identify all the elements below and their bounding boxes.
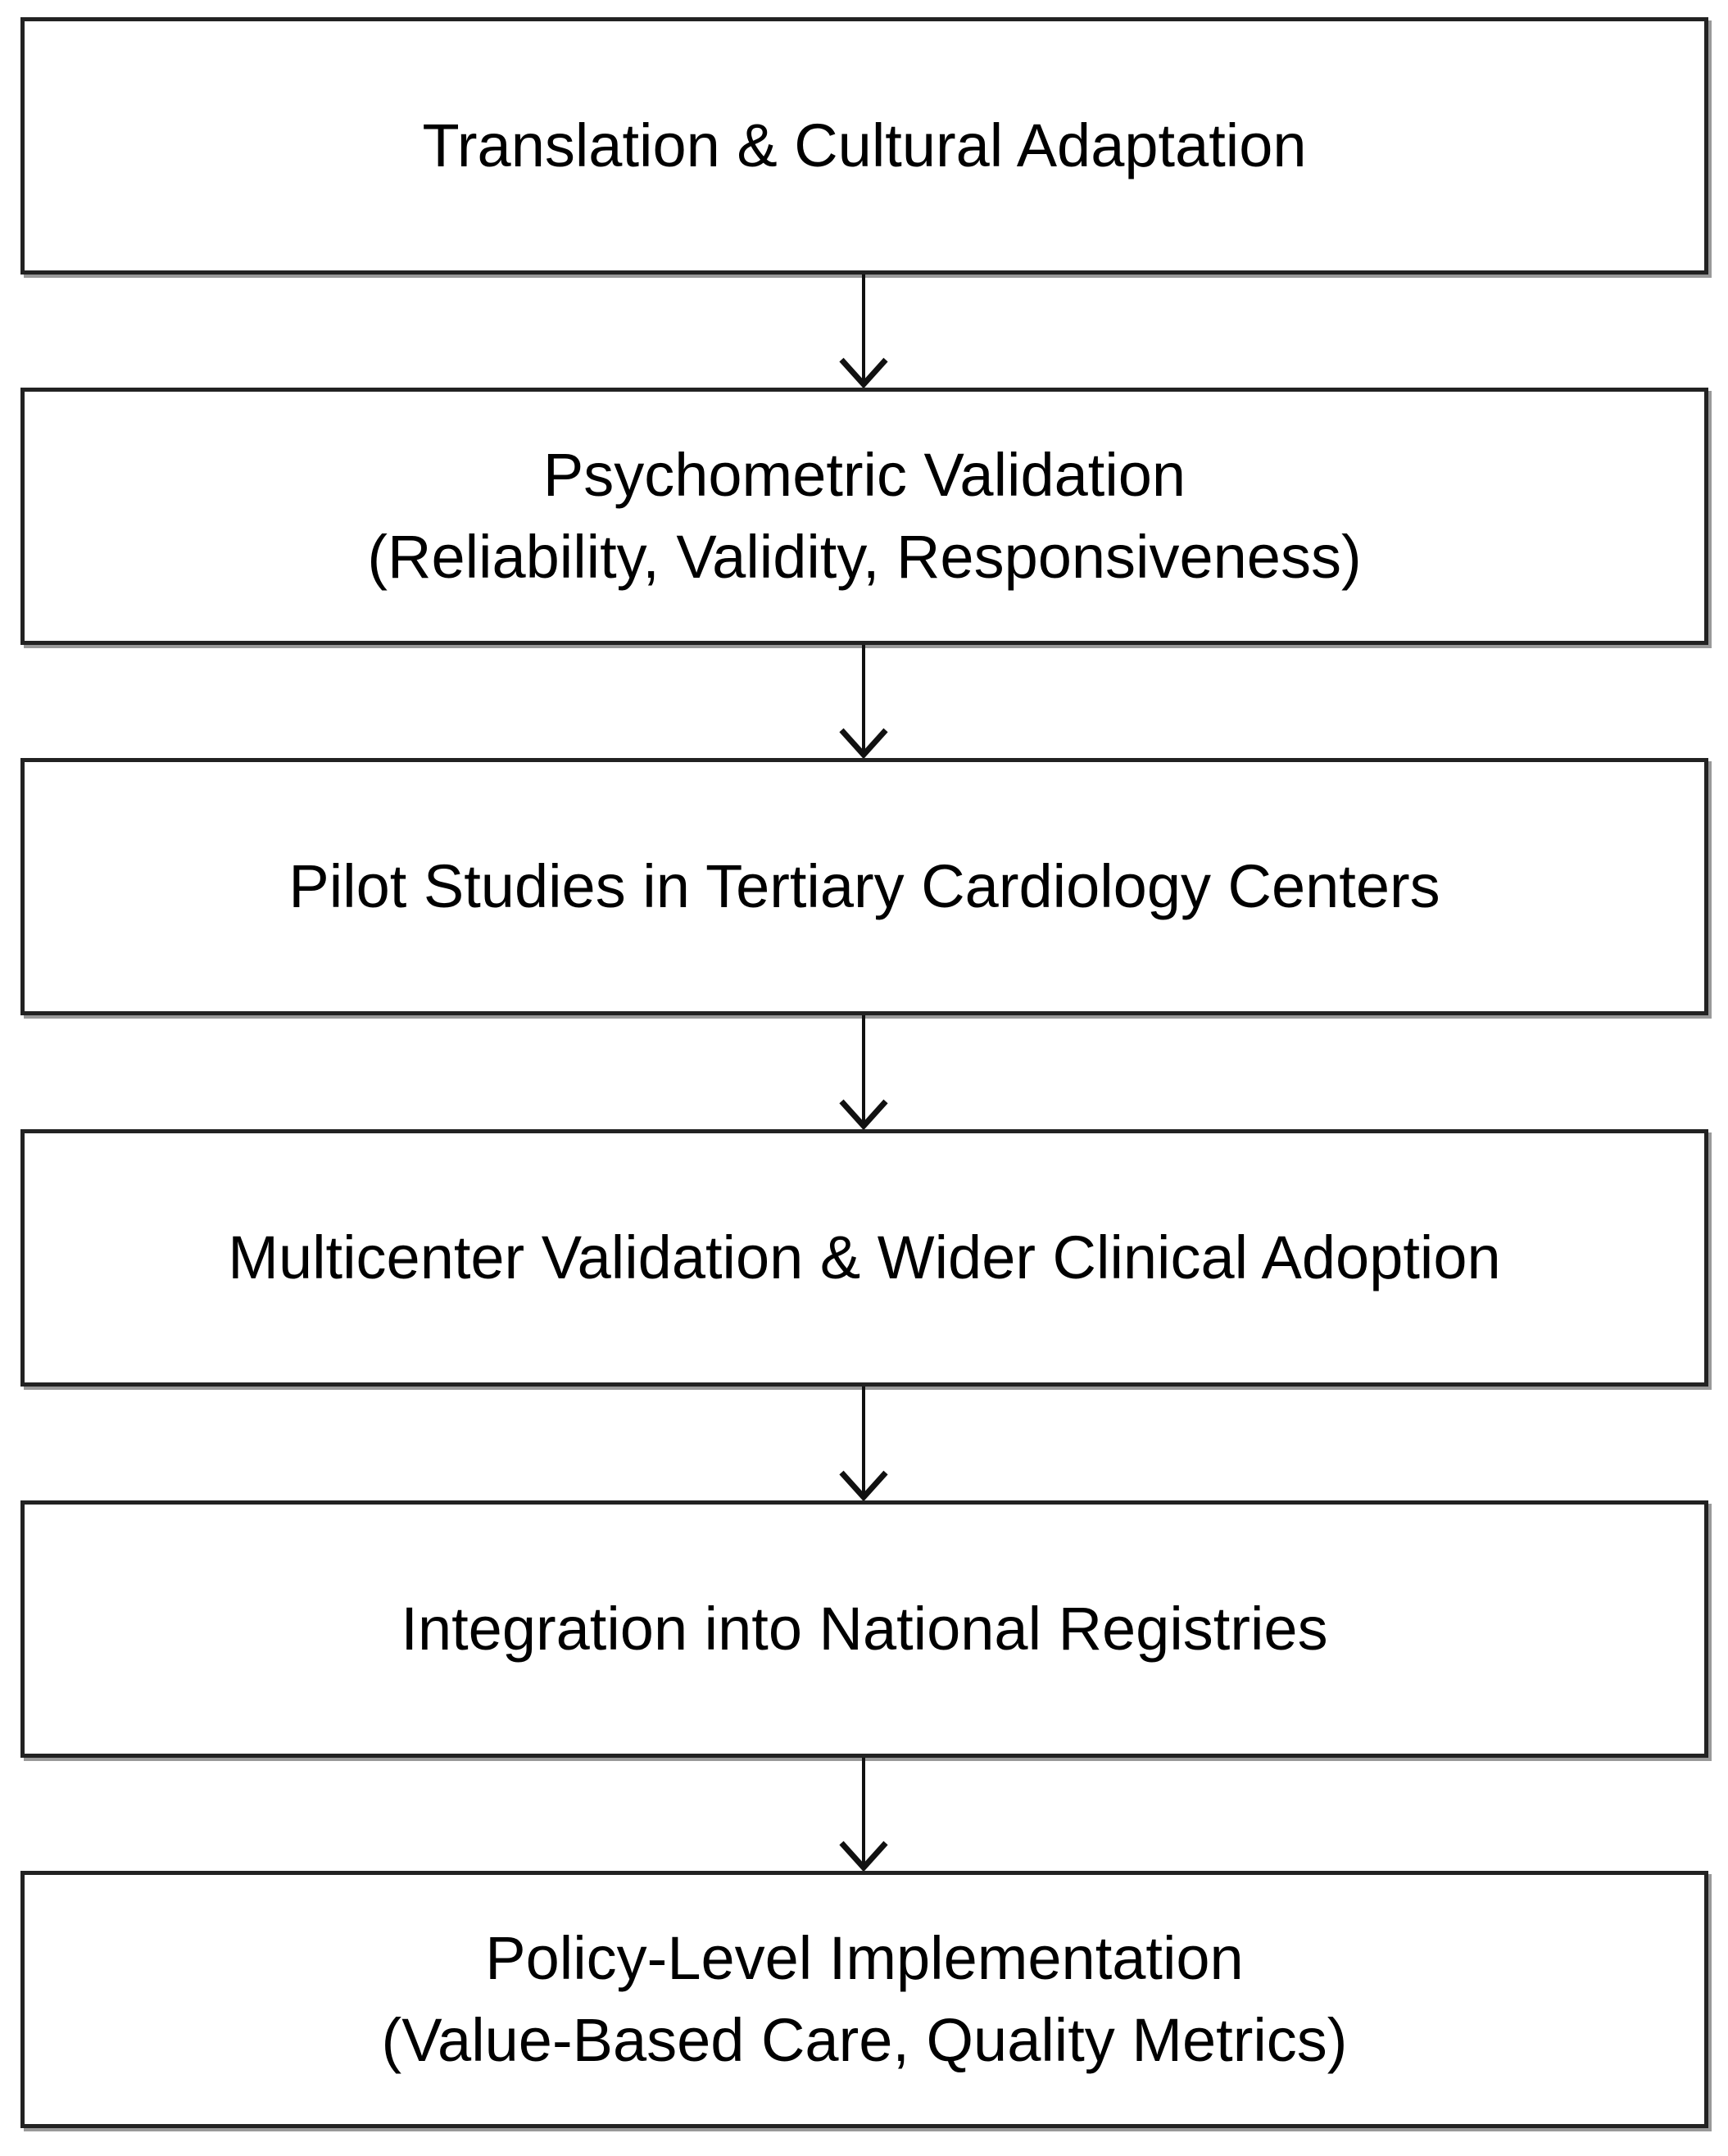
down-arrow-icon [831,275,896,388]
down-arrow-icon [831,645,896,758]
down-arrow-icon [831,1015,896,1129]
flow-step-label: Pilot Studies in Tertiary Cardiology Cen… [288,852,1440,920]
flow-step-label: Integration into National Registries [401,1595,1328,1663]
flow-step-psychometric-validation: Psychometric Validation (Reliability, Va… [20,388,1708,645]
flow-step-label: Multicenter Validation & Wider Clinical … [228,1223,1501,1291]
flow-step-label: Psychometric Validation (Reliability, Va… [367,441,1362,591]
flow-step-translation: Translation & Cultural Adaptation [20,17,1708,275]
flow-step-label: Policy-Level Implementation (Value-Based… [381,1924,1348,2074]
flow-step-multicenter-validation: Multicenter Validation & Wider Clinical … [20,1129,1708,1387]
down-arrow-icon [831,1758,896,1871]
flow-step-pilot-studies: Pilot Studies in Tertiary Cardiology Cen… [20,758,1708,1015]
flow-step-label: Translation & Cultural Adaptation [422,111,1307,179]
flow-step-national-registries: Integration into National Registries [20,1500,1708,1758]
down-arrow-icon [831,1387,896,1500]
flow-step-policy-implementation: Policy-Level Implementation (Value-Based… [20,1871,1708,2128]
